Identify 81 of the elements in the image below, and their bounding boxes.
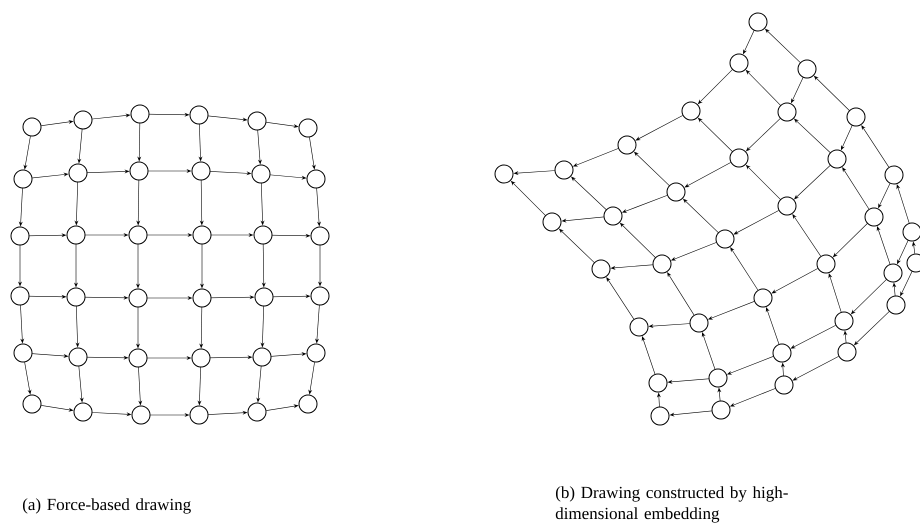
graph-node xyxy=(618,136,636,154)
graph-node xyxy=(248,402,266,422)
graph-node xyxy=(592,260,610,278)
graph-node xyxy=(902,222,920,242)
graph-node xyxy=(778,196,796,216)
graph-node xyxy=(666,182,686,202)
graph-node xyxy=(754,288,772,308)
graph-node xyxy=(886,296,906,314)
graph-node xyxy=(306,344,326,362)
graph-node xyxy=(778,102,796,122)
caption: (a) Force-based drawing xyxy=(22,498,191,514)
graph-node xyxy=(716,230,734,248)
graph-node xyxy=(22,394,42,414)
graph-node xyxy=(310,226,330,246)
graph-node xyxy=(68,164,88,182)
graph-node xyxy=(190,106,208,124)
graph-node xyxy=(648,374,668,392)
graph-node xyxy=(630,318,648,336)
graph-node xyxy=(192,226,212,244)
graph-node xyxy=(690,314,708,332)
graph-node xyxy=(604,206,622,226)
graph-node xyxy=(254,288,274,306)
graph-node xyxy=(10,226,30,246)
graph-node xyxy=(192,348,210,368)
graph-node xyxy=(128,226,148,244)
graph-node xyxy=(252,164,270,184)
graph-node xyxy=(248,112,266,130)
graph-node xyxy=(74,110,92,130)
graph-node xyxy=(708,368,728,388)
graph-node xyxy=(310,286,330,306)
graph-node xyxy=(10,286,30,306)
graph-node xyxy=(252,348,272,366)
graph-node xyxy=(14,344,32,362)
graph-node xyxy=(192,162,210,180)
arrow xyxy=(766,307,780,344)
graph-node xyxy=(774,376,794,394)
graph-node xyxy=(132,406,150,424)
graph-node xyxy=(192,288,212,308)
graph-node xyxy=(554,160,574,180)
graph-node xyxy=(68,348,88,366)
graph-node xyxy=(712,400,730,420)
graph-node xyxy=(884,264,902,282)
graph-node xyxy=(130,162,148,180)
graph-node xyxy=(66,226,86,244)
graph-node xyxy=(884,166,904,184)
graph-node xyxy=(298,394,318,414)
arrow xyxy=(876,226,890,264)
arrow xyxy=(730,247,758,290)
graph-node xyxy=(834,312,854,330)
graph-node xyxy=(298,118,318,138)
graph-node xyxy=(128,288,148,308)
graph-node xyxy=(748,12,768,32)
graph-node xyxy=(66,288,86,306)
graph-node xyxy=(128,348,148,368)
graph-node xyxy=(22,118,42,136)
graph-node xyxy=(906,254,920,272)
graph-node xyxy=(190,406,208,424)
graph-node xyxy=(816,254,836,274)
graph-node xyxy=(74,402,92,422)
arrow xyxy=(642,336,656,374)
graph-node xyxy=(650,406,670,426)
arrow xyxy=(702,332,716,370)
graph-node xyxy=(542,212,562,232)
graph-node xyxy=(838,342,856,362)
graph-node xyxy=(864,208,884,226)
graph-node xyxy=(652,254,672,274)
graph-node xyxy=(846,108,866,126)
arrow xyxy=(842,167,870,210)
graph-node xyxy=(494,164,514,184)
arrow xyxy=(667,272,694,316)
graph-node xyxy=(828,150,846,168)
graph-node xyxy=(682,102,700,120)
graph-node xyxy=(14,170,32,188)
graph-node xyxy=(130,104,150,124)
caption: (b) Drawing constructed by high-dimensional embedding xyxy=(556,486,788,523)
graph-node xyxy=(730,54,748,72)
graph-node xyxy=(254,226,272,244)
graph-node xyxy=(772,344,792,362)
graph-node xyxy=(730,148,748,168)
graph-node xyxy=(798,60,816,78)
graph-node xyxy=(306,170,326,188)
